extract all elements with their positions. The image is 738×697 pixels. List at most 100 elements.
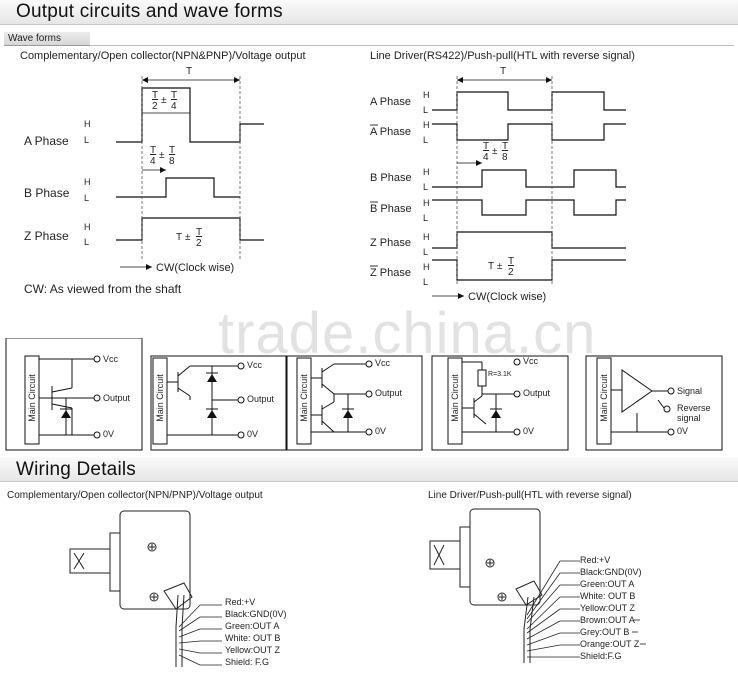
- level-high-label: H: [84, 119, 91, 129]
- z-phase-trace: [116, 217, 264, 241]
- vcc-label: Vcc: [375, 358, 391, 368]
- frac-4: 4: [171, 101, 177, 112]
- encoder-body: [469, 508, 541, 606]
- screw-icon: [497, 592, 507, 602]
- plus-minus: ±: [497, 261, 503, 272]
- pull-up-resistor: [477, 369, 487, 387]
- wire-label: Black:GND(0V): [225, 609, 287, 619]
- level-high-label: H: [423, 90, 430, 100]
- right-phase-label-inverted: A Phase: [370, 126, 411, 138]
- frac-2: 2: [508, 267, 514, 278]
- wire-label: Yellow:OUT Z: [225, 645, 281, 655]
- left-wiring-subtitle: Complementary/Open collector(NPN/PNP)/Vo…: [7, 490, 263, 501]
- main-circuit-label: Main Circuit: [299, 374, 309, 422]
- cable-gland: [515, 580, 543, 606]
- right-phase-label: Z Phase: [370, 237, 411, 249]
- output-circuits: [5, 338, 723, 451]
- watermark: trade.china.cn: [218, 301, 597, 366]
- a-phase-trace: [432, 91, 626, 111]
- screw-icon: [147, 542, 157, 552]
- wiring-section-title: Wiring Details: [16, 459, 136, 480]
- level-high-label: H: [423, 262, 430, 272]
- b-phase-trace: [116, 177, 240, 198]
- section-header-output: [0, 0, 738, 25]
- wire-label: Shield:F.G: [580, 651, 622, 661]
- right-wiring-subtitle: Line Driver/Push-pull(HTL with reverse s…: [428, 490, 632, 501]
- level-low-label: L: [84, 135, 90, 145]
- clockwise-label: CW(Clock wise): [156, 262, 235, 274]
- cable-gland: [163, 582, 193, 610]
- frac-4: 4: [483, 152, 489, 163]
- encoder-shaft: [69, 548, 111, 574]
- screw-icon: [149, 592, 159, 602]
- left-encoder-drawing: [69, 510, 222, 667]
- left-waveform-diagram: [116, 76, 264, 270]
- diode-icon: [207, 410, 217, 418]
- zero-v-label: 0V: [375, 426, 387, 436]
- main-circuit-label: Main Circuit: [599, 374, 609, 422]
- level-low-label: L: [423, 135, 429, 145]
- vcc-label: Vcc: [523, 356, 539, 366]
- left-phase-label: B Phase: [24, 186, 70, 200]
- right-waveform-subtitle: Line Driver(RS422)/Push-pull(HTL with re…: [370, 50, 635, 62]
- main-circuit-label: Main Circuit: [450, 374, 460, 422]
- plus-minus: ±: [185, 232, 191, 243]
- level-high-label: H: [84, 177, 91, 187]
- right-waveform-diagram: [432, 76, 626, 299]
- right-phase-label: B Phase: [370, 172, 412, 184]
- level-low-label: L: [423, 247, 429, 257]
- wire-label: Brown:OUT A: [580, 615, 635, 625]
- section-header-wiring: [0, 457, 738, 482]
- frac-t: T: [169, 145, 176, 156]
- output-label: Output: [247, 394, 275, 404]
- line-driver-triangle: [621, 369, 653, 413]
- frac-t: T: [502, 141, 509, 152]
- vcc-label: Vcc: [247, 360, 263, 370]
- image-fade-overlay: [0, 305, 738, 343]
- b-phase-inverted-trace: [432, 199, 626, 216]
- frac-8: 8: [502, 152, 508, 163]
- right-encoder-drawing: [429, 508, 580, 663]
- level-low-label: L: [423, 182, 429, 192]
- period-t: T: [488, 261, 495, 272]
- frac-4: 4: [150, 156, 156, 167]
- encoder-flange: [109, 532, 121, 592]
- wire-label-overbars: [632, 619, 646, 645]
- encoder-body: [119, 510, 191, 610]
- level-high-label: H: [423, 120, 430, 130]
- wave-forms-tab: Wave forms: [4, 32, 90, 46]
- clockwise-label: CW(Clock wise): [468, 291, 547, 303]
- period-t: T: [176, 232, 183, 243]
- diode-icon: [343, 410, 353, 418]
- main-circuit-box: [296, 357, 312, 445]
- diode-icon: [207, 374, 217, 382]
- wire-label: Shield: F.G: [225, 657, 270, 667]
- wire-label: Red:+V: [580, 555, 611, 565]
- frac-t: T: [171, 90, 178, 101]
- zero-v-label: 0V: [677, 426, 689, 436]
- resistor-value-label: R=3.1K: [488, 371, 512, 378]
- left-waveform-subtitle: Complementary/Open collector(NPN&PNP)/Vo…: [20, 50, 306, 62]
- cable: [175, 594, 179, 667]
- wire-label: Green:OUT A: [225, 621, 280, 631]
- cable: [523, 596, 529, 663]
- main-circuit-label: Main Circuit: [155, 374, 165, 422]
- main-circuit-label: Main Circuit: [27, 374, 37, 422]
- frac-2: 2: [196, 238, 202, 249]
- level-high-label: H: [423, 232, 430, 242]
- encoder-flange: [459, 526, 471, 588]
- right-phase-label-inverted: B Phase: [370, 203, 412, 215]
- reverse-signal-label-line2: signal: [677, 413, 701, 423]
- plus-minus: ±: [161, 95, 167, 106]
- main-circuit-box: [24, 355, 40, 445]
- wire-label: Grey:OUT B: [580, 627, 630, 637]
- right-phase-label-inverted: Z Phase: [370, 267, 411, 279]
- level-high-label: H: [423, 198, 430, 208]
- frac-8: 8: [169, 156, 175, 167]
- frac-t: T: [196, 227, 203, 238]
- frac-t: T: [150, 145, 157, 156]
- signal-label: Signal: [677, 386, 703, 396]
- level-high-label: H: [84, 222, 91, 232]
- left-phase-label: A Phase: [24, 134, 69, 148]
- reverse-signal-label: Reverse: [677, 403, 711, 413]
